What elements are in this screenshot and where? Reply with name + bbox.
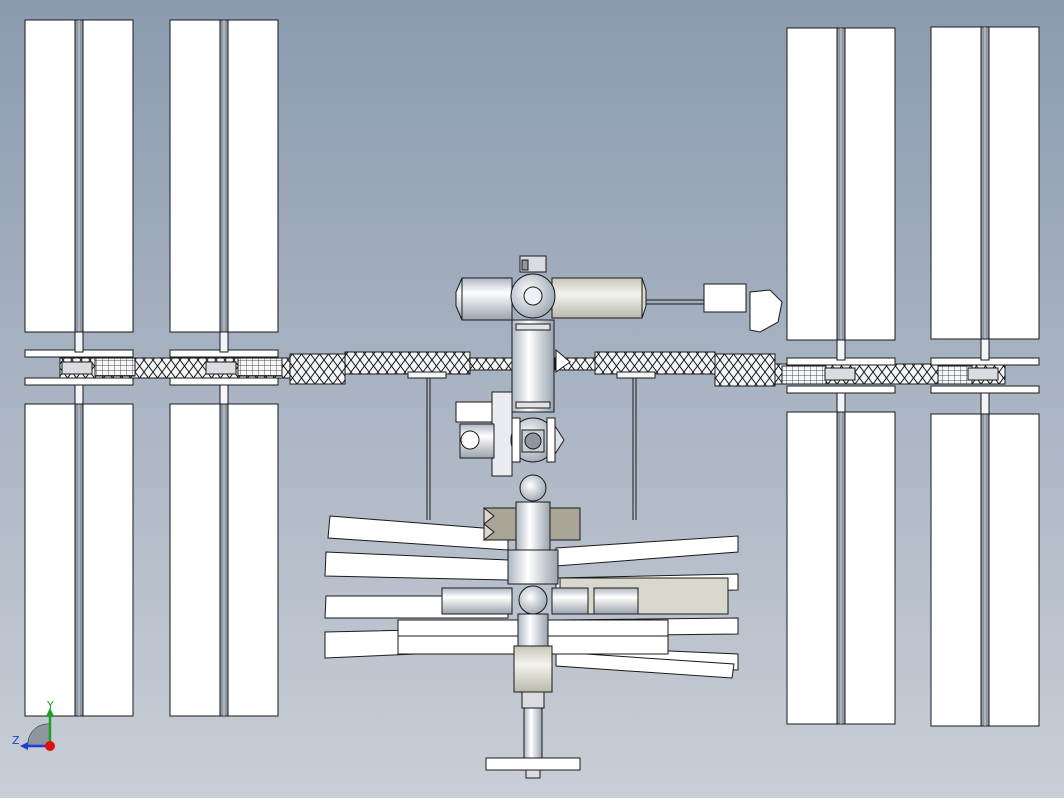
array-mast-base — [980, 338, 990, 361]
gimbal-bar — [24, 377, 134, 386]
pressurized-modules — [441, 255, 783, 779]
solar-arrays — [24, 19, 1040, 727]
solar-array-wing — [169, 403, 279, 717]
array-mast-base — [836, 392, 846, 413]
solar-array-wing — [169, 19, 279, 333]
solar-array-wing — [930, 26, 1040, 340]
radiator-panels — [324, 515, 739, 679]
solar-array-wing — [930, 413, 1040, 727]
array-mast-base — [219, 384, 229, 405]
solar-array-wing — [24, 403, 134, 717]
solar-array-wing — [786, 411, 896, 725]
array-mast-base — [219, 331, 229, 353]
array-mast-base — [836, 339, 846, 361]
coordinate-triad: Y Z — [12, 699, 55, 751]
gimbal-bar — [930, 385, 1040, 394]
array-mast-base — [980, 392, 990, 415]
z-axis-label: Z — [12, 734, 20, 747]
array-mast-base — [74, 384, 84, 405]
main-truss — [59, 351, 1006, 520]
gimbal-bar — [169, 377, 279, 386]
solar-array-wing — [786, 27, 896, 341]
array-mast-base — [74, 331, 84, 353]
solar-array-wing — [24, 19, 134, 333]
gimbal-bar — [786, 385, 896, 394]
y-axis-label: Y — [46, 699, 54, 712]
